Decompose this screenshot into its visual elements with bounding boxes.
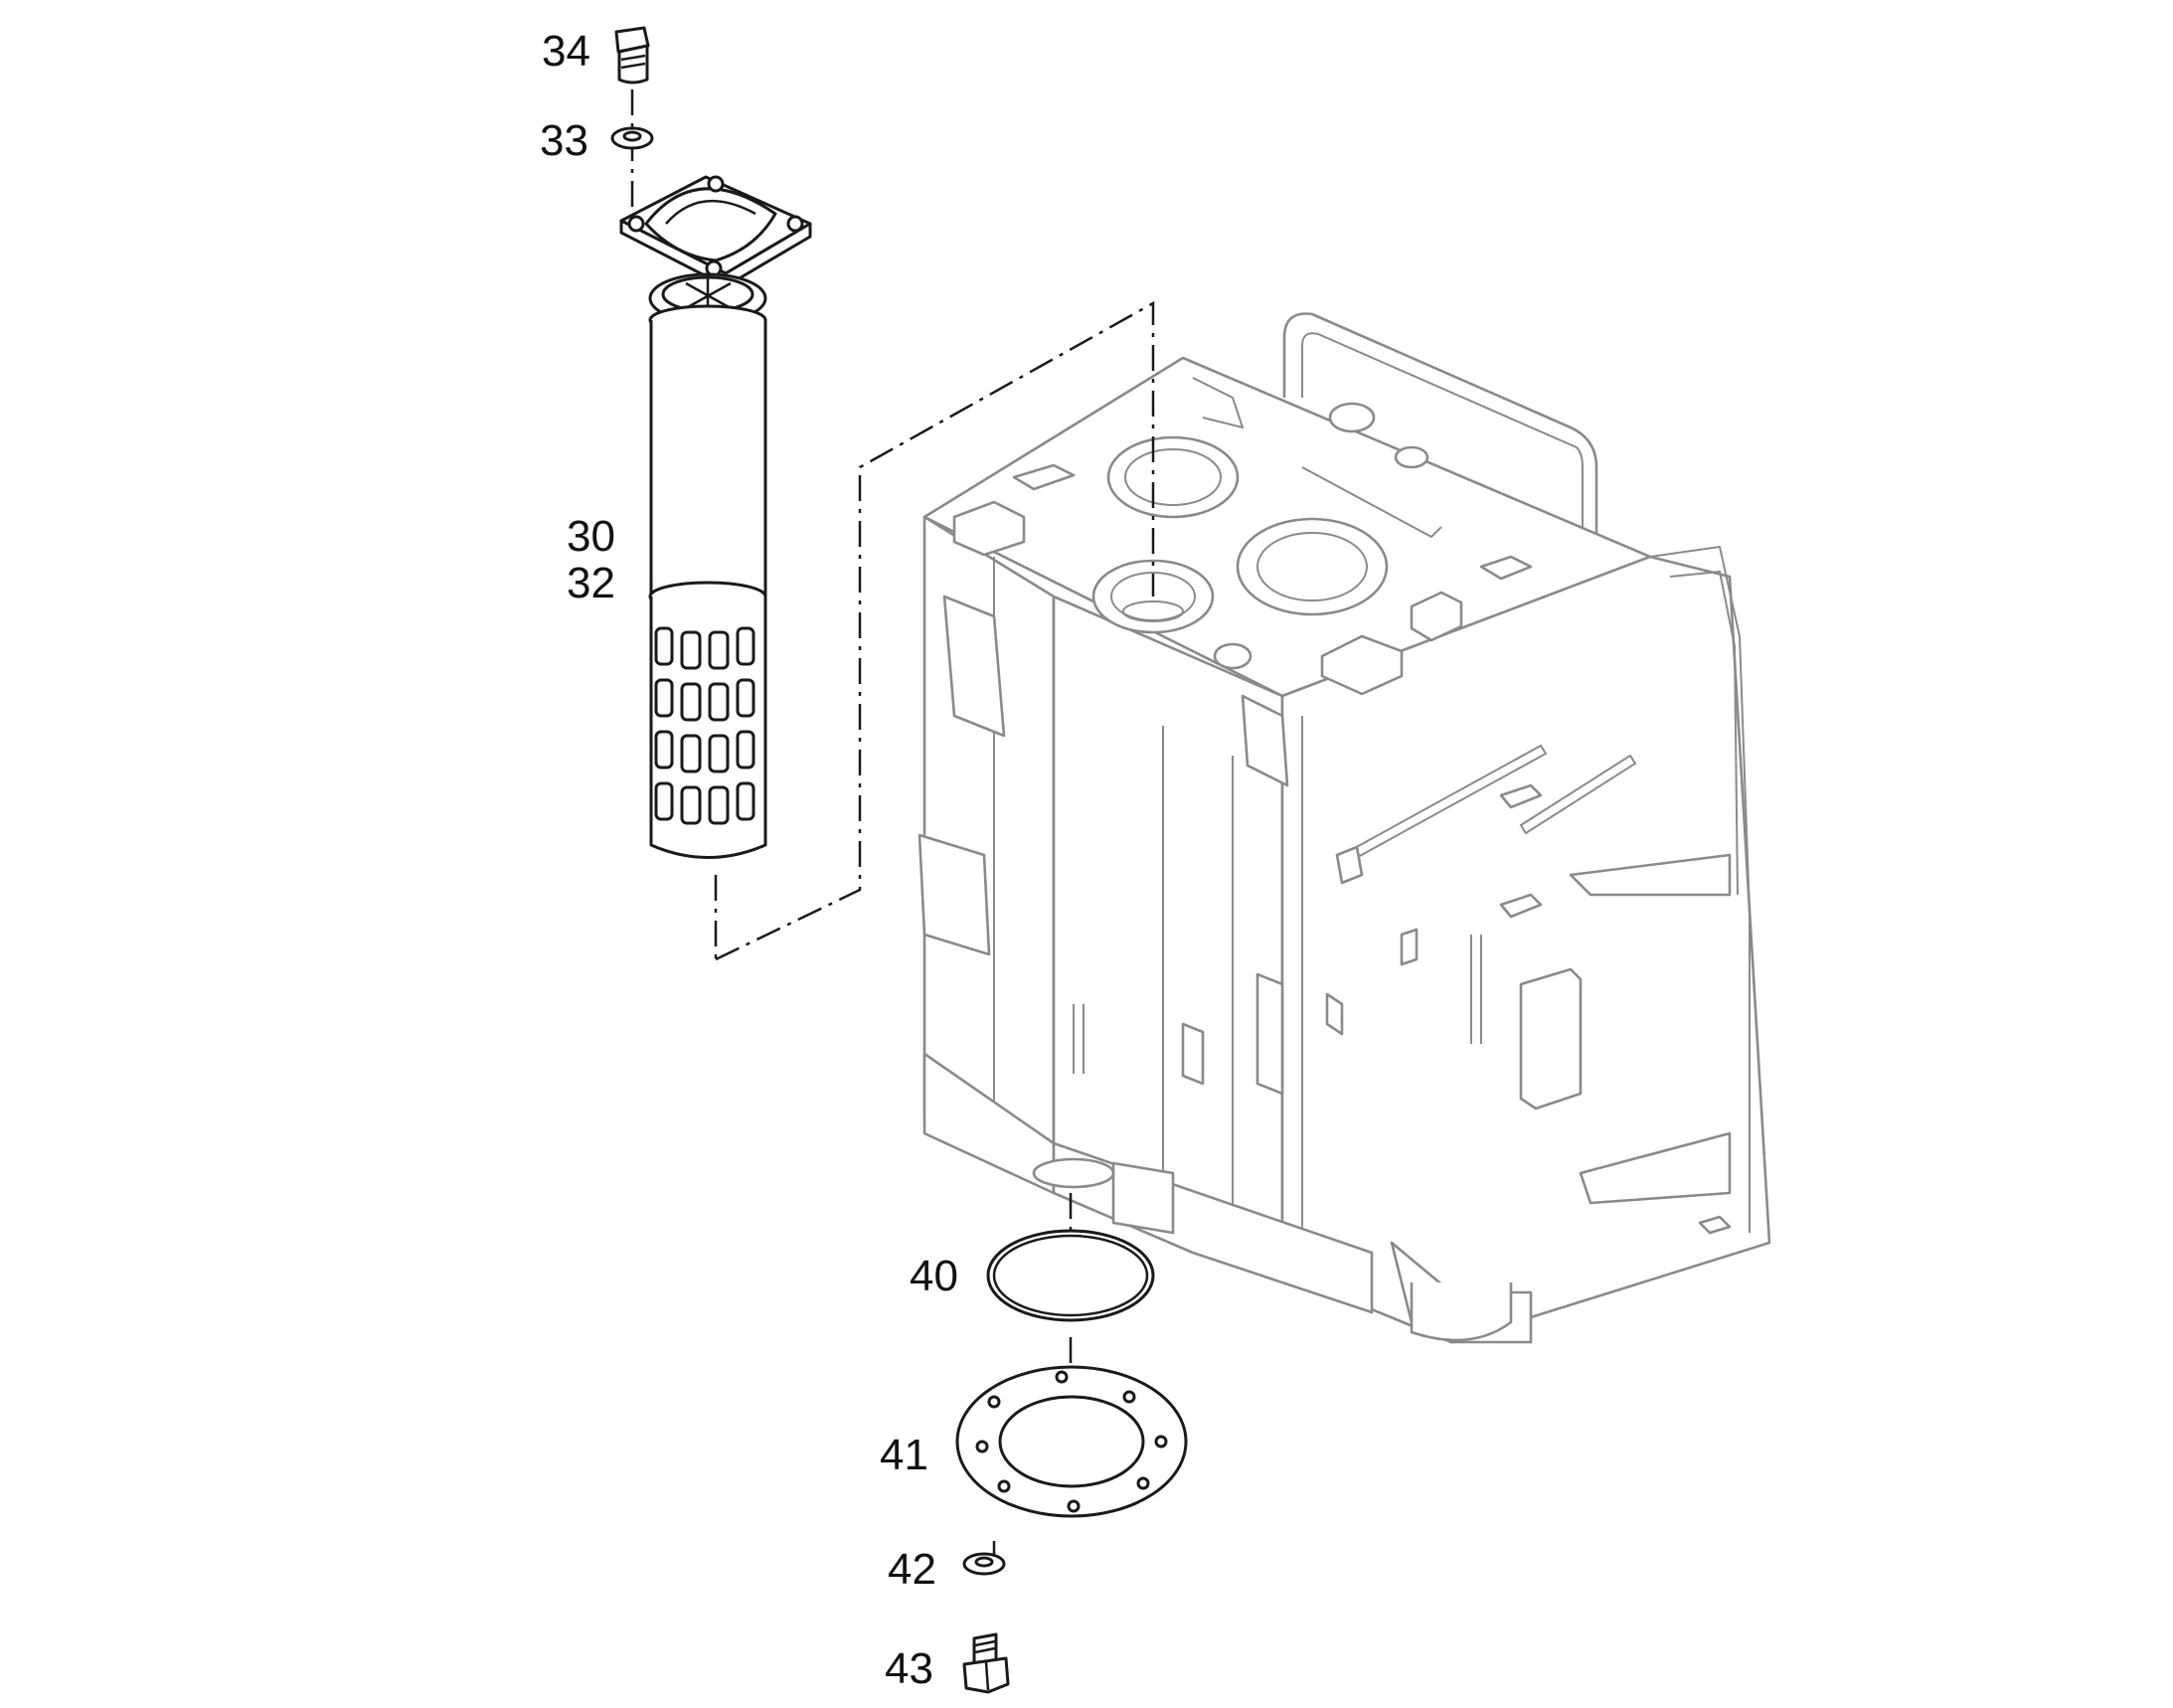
callout-42: 42 — [888, 1545, 936, 1594]
callout-34: 34 — [542, 27, 590, 76]
part-41-flange — [955, 1365, 1188, 1518]
part-40-o-ring — [986, 1229, 1155, 1322]
part-30-32-filter — [619, 175, 812, 859]
hydraulic-tank — [918, 312, 1771, 1344]
part-34-bolt — [614, 26, 650, 85]
callout-41: 41 — [880, 1431, 928, 1479]
callout-40: 40 — [910, 1252, 958, 1300]
part-33-washer — [610, 126, 654, 150]
filter-slots — [654, 626, 755, 825]
callout-43: 43 — [885, 1644, 933, 1693]
part-42-washer — [962, 1552, 1006, 1576]
callout-32: 32 — [567, 559, 615, 607]
part-43-plug-screw — [962, 1632, 1010, 1694]
callout-30: 30 — [567, 512, 615, 561]
callout-33: 33 — [540, 116, 588, 165]
